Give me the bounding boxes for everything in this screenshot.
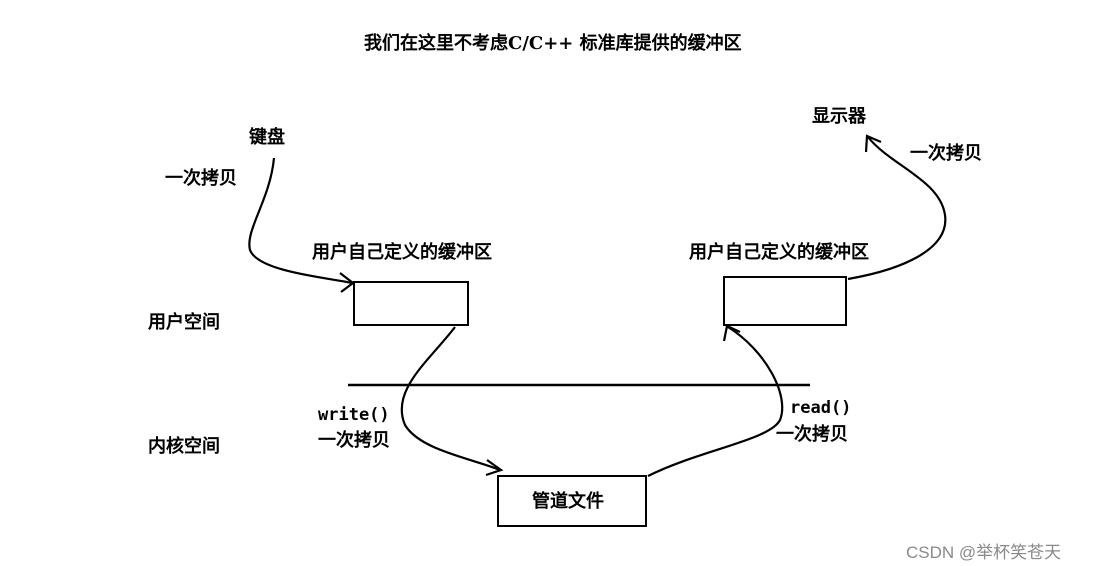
pipe-file-box	[497, 475, 647, 527]
write-arrow	[400, 326, 501, 472]
keyboard-label: 键盘	[249, 127, 285, 148]
read-arrowhead	[722, 324, 741, 342]
write-call-label: write()	[318, 405, 390, 425]
keyboard-to-buffer-arrowhead	[339, 272, 355, 293]
buffer-to-display-arrowhead	[864, 134, 882, 153]
display-copy-label: 一次拷贝	[910, 143, 982, 164]
left-buffer-label: 用户自己定义的缓冲区	[312, 242, 492, 263]
watermark: CSDN @举杯笑苍天	[906, 543, 1062, 562]
display-label: 显示器	[812, 106, 866, 127]
user-space-label: 用户空间	[148, 312, 220, 333]
right-buffer-label: 用户自己定义的缓冲区	[689, 242, 869, 263]
kernel-space-label: 内核空间	[148, 436, 220, 457]
write-copy-label: 一次拷贝	[318, 430, 390, 451]
diagram-title: 我们在这里不考虑C/C++ 标准库提供的缓冲区	[364, 33, 742, 54]
left-user-buffer-box	[353, 281, 469, 326]
buffer-to-display-arrow	[847, 136, 947, 281]
keyboard-to-buffer-arrow	[248, 157, 353, 285]
keyboard-copy-label: 一次拷贝	[165, 168, 237, 189]
write-arrowhead	[485, 459, 504, 477]
pipe-file-label: 管道文件	[532, 491, 604, 512]
read-copy-label: 一次拷贝	[776, 424, 848, 445]
read-arrow	[647, 326, 784, 477]
right-user-buffer-box	[723, 276, 847, 326]
read-call-label: read()	[790, 398, 852, 418]
